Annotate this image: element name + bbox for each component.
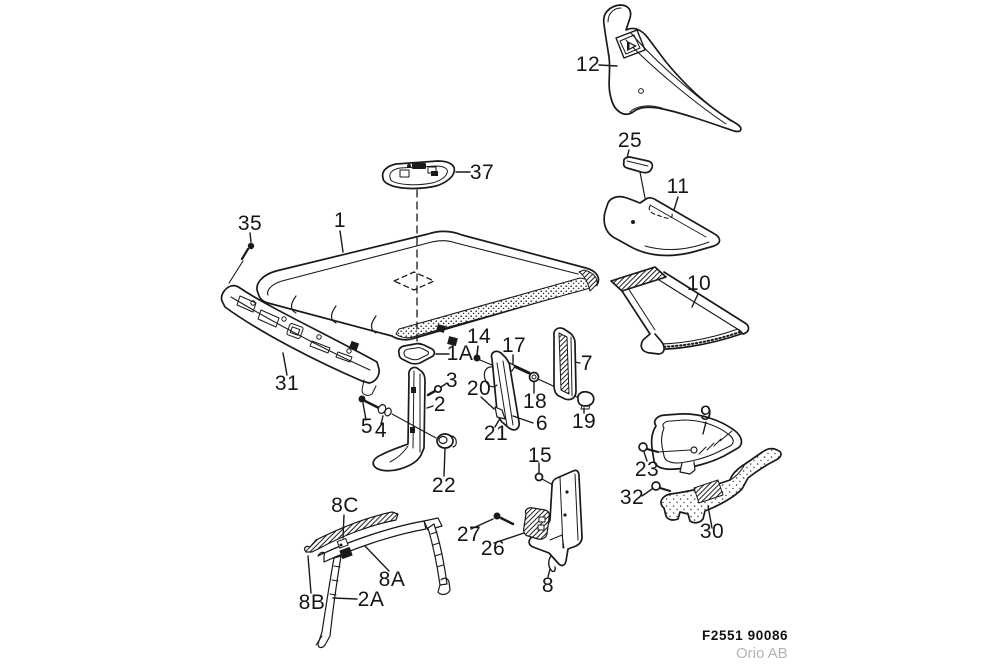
part-roof-console xyxy=(381,160,471,190)
part-headliner-panel xyxy=(256,189,600,347)
brand-watermark: Orio AB xyxy=(736,645,788,662)
part-clip-strip xyxy=(622,149,654,203)
part-b-pillar-strip xyxy=(473,346,534,431)
leader-lines xyxy=(339,230,344,253)
part-sill-frame-trim xyxy=(638,413,743,475)
part-header-trim xyxy=(220,284,380,396)
part-sill-scuff-plate xyxy=(641,447,782,529)
part-door-opening-trim xyxy=(304,511,451,649)
part-gasket-bracket xyxy=(397,342,479,365)
drawing-footer: F2551 90086 Orio AB xyxy=(702,628,788,662)
part-c-pillar-lower-panel xyxy=(470,462,583,578)
part-a-pillar-trim xyxy=(598,4,742,133)
fastener-35 xyxy=(228,232,255,284)
part-b-pillar-lower-trim xyxy=(358,366,457,477)
part-quarter-panel xyxy=(603,195,721,257)
drawing-number: F2551 90086 xyxy=(702,628,789,643)
part-b-pillar-upper-trim xyxy=(506,327,595,414)
part-c-pillar-frame xyxy=(610,266,750,355)
